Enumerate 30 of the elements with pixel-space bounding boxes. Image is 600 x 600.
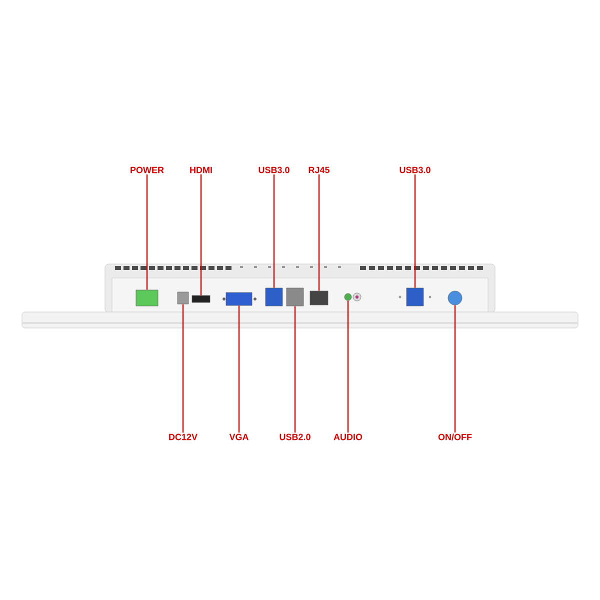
port-label: AUDIO: [334, 434, 362, 440]
port-label: USB3.0: [400, 166, 430, 174]
audio-jack: [344, 293, 352, 301]
vga-port: [226, 292, 252, 306]
port-label: RJ45: [308, 166, 330, 174]
power-button: [448, 290, 462, 306]
dc-jack: [177, 292, 189, 304]
usb-port: [286, 288, 304, 306]
port-label: USB3.0: [258, 166, 290, 174]
port-label: POWER: [130, 166, 164, 174]
leader-line: [238, 306, 240, 433]
usb-port: [406, 288, 424, 306]
leader-line: [200, 174, 202, 296]
port-label: ON/OFF: [438, 434, 472, 440]
leader-line: [273, 174, 275, 288]
leader-line: [318, 174, 320, 291]
ethernet-port: [310, 290, 328, 306]
leader-line: [182, 304, 184, 433]
leader-line: [146, 174, 148, 290]
leader-line: [454, 305, 456, 432]
leader-line: [414, 174, 416, 288]
leader-line: [294, 306, 296, 433]
leader-line: [347, 300, 349, 433]
hdmi-port: [192, 295, 210, 303]
port-label: DC12V: [169, 434, 198, 440]
port-label: USB2.0: [280, 434, 310, 440]
power-connector: [136, 290, 158, 306]
port-label: VGA: [229, 434, 249, 440]
usb-port: [265, 288, 283, 306]
port-label: HDMI: [190, 166, 212, 174]
